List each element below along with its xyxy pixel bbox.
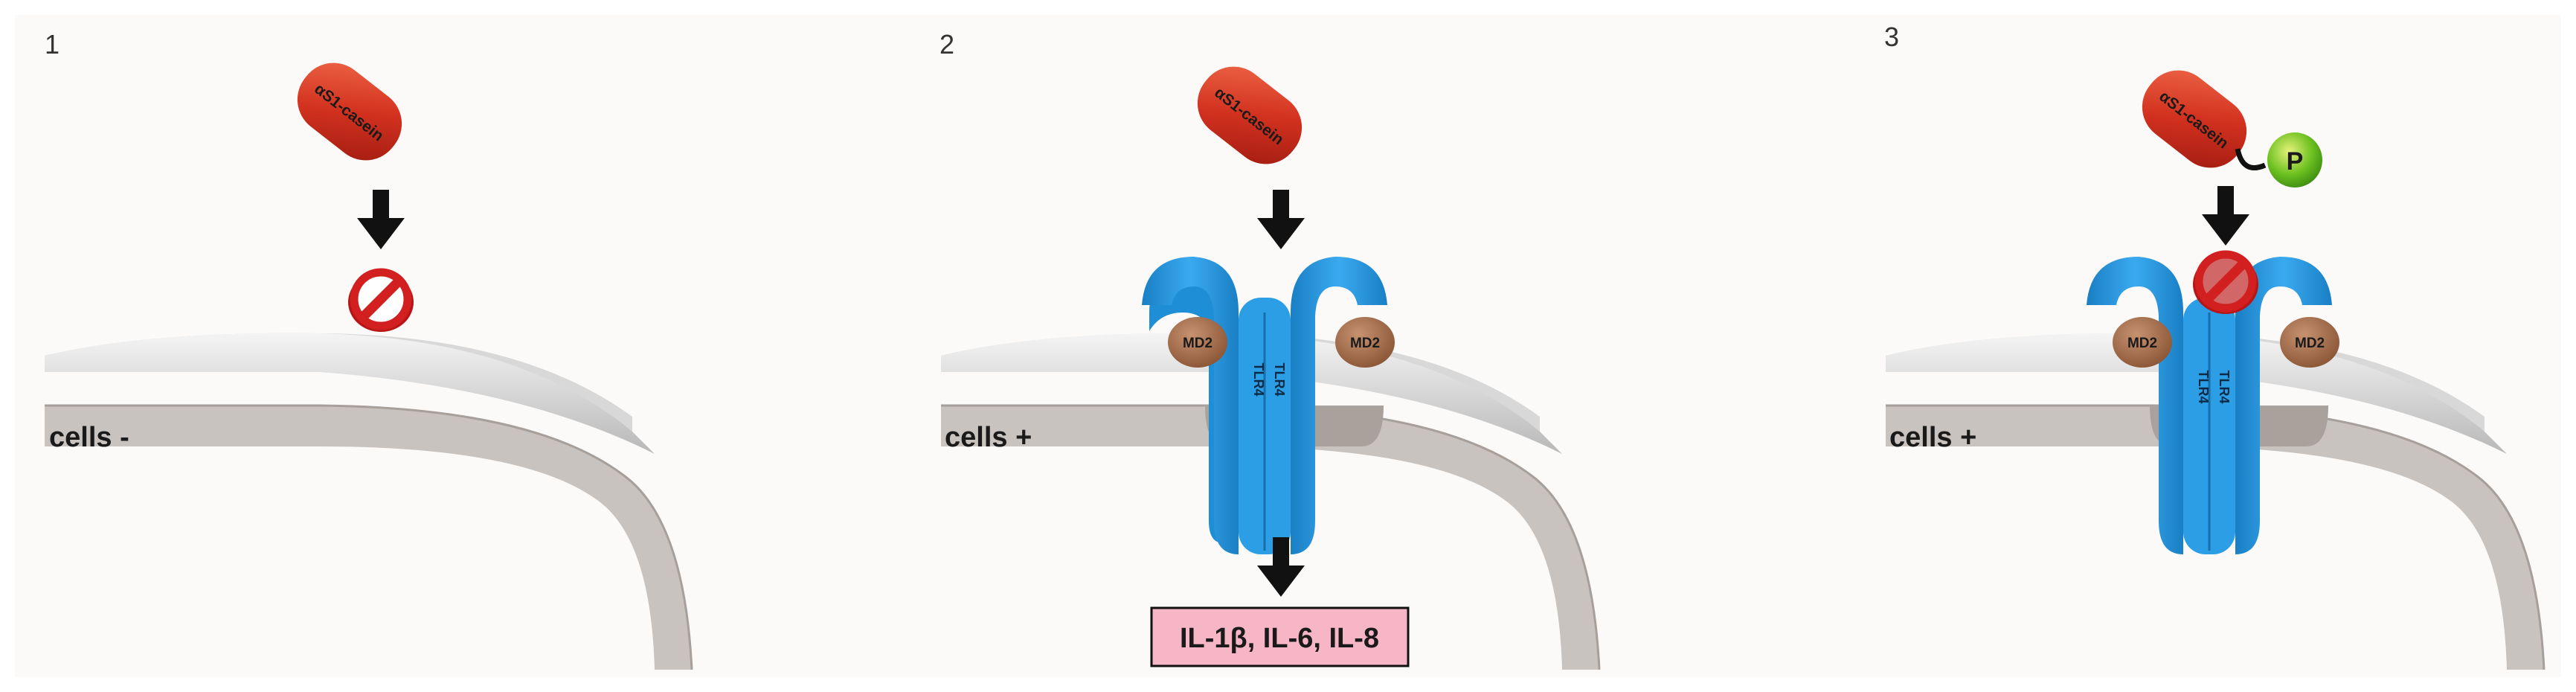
- phosphate-linker: [2235, 148, 2267, 170]
- svg-text:P: P: [2287, 147, 2304, 176]
- cells-label: cells -: [49, 422, 129, 453]
- panel-3: cells + αS1-casein P TLR4 TLR4 MD2 MD2: [1884, 22, 2546, 670]
- panel-number: 1: [45, 29, 60, 60]
- cell-membrane: [45, 333, 693, 670]
- md2-protein: MD2: [2280, 317, 2339, 368]
- casein-protein: αS1-casein: [297, 63, 402, 161]
- md2-protein: MD2: [2113, 317, 2172, 368]
- cytokine-box: IL-1β, IL-6, IL-8: [1150, 606, 1410, 667]
- tlr4-label: TLR4: [1251, 363, 1266, 397]
- md2-protein: MD2: [1168, 317, 1227, 368]
- tlr4-label: TLR4: [2196, 371, 2211, 404]
- svg-text:MD2: MD2: [1183, 336, 1212, 351]
- phosphate-group: P: [2267, 132, 2322, 188]
- svg-text:MD2: MD2: [1350, 336, 1380, 351]
- inhibit-icon: [348, 268, 414, 332]
- inhibit-icon: [2193, 250, 2258, 314]
- panel-1: cells - αS1-casein 1: [45, 29, 693, 670]
- cells-label: cells +: [945, 422, 1032, 453]
- panel-number: 3: [1884, 22, 1899, 52]
- cytokines-label: IL-1β, IL-6, IL-8: [1180, 623, 1379, 654]
- panel-2: cells + αS1-casein TLR4 TLR4 MD2 MD2: [939, 29, 1601, 670]
- svg-text:MD2: MD2: [2127, 336, 2157, 351]
- cells-label: cells +: [1889, 422, 1976, 453]
- svg-text:MD2: MD2: [2295, 336, 2325, 351]
- tlr4-label: TLR4: [1272, 363, 1287, 397]
- casein-protein: αS1-casein: [1197, 66, 1303, 164]
- tlr4-label: TLR4: [2217, 371, 2232, 404]
- panel-number: 2: [939, 29, 954, 60]
- casein-protein: αS1-casein: [2142, 70, 2247, 168]
- md2-protein: MD2: [1335, 317, 1395, 368]
